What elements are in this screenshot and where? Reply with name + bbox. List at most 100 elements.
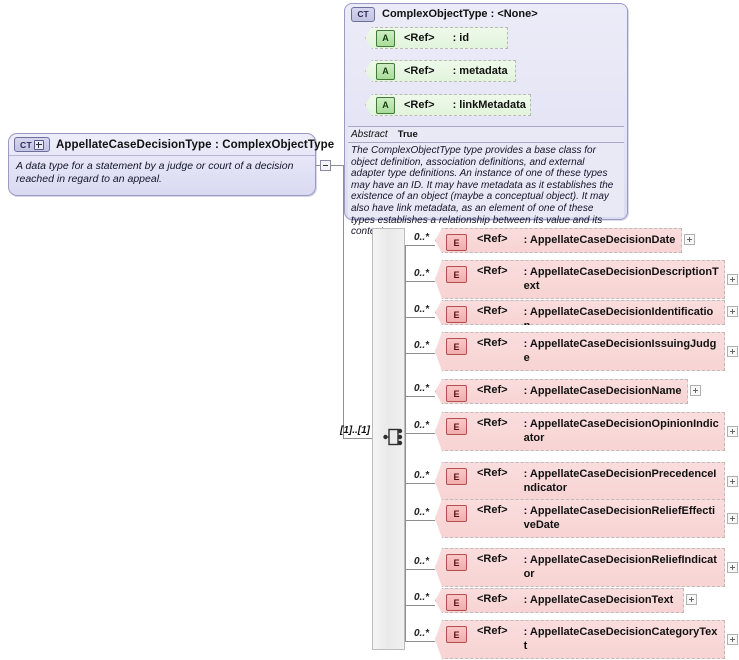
element-name: : AppellateCaseDecisionReliefEffectiveDa… xyxy=(523,505,716,531)
element-icon: E xyxy=(446,418,467,435)
element-expand-toggle[interactable] xyxy=(727,306,738,317)
element-name: : AppellateCaseDecisionDescriptionText xyxy=(523,266,719,292)
element-ref: <Ref> xyxy=(477,504,508,516)
element-icon: E xyxy=(446,385,467,402)
element-ref: <Ref> xyxy=(477,553,508,565)
element-occurrence: 0..* xyxy=(414,420,430,431)
element-expand-toggle[interactable] xyxy=(727,476,738,487)
element-row[interactable]: E <Ref> : AppellateCaseDecisionCategoryT… xyxy=(435,620,725,659)
element-occurrence: 0..* xyxy=(414,556,430,567)
divider xyxy=(348,142,624,143)
element-ref: <Ref> xyxy=(477,625,508,637)
element-ref: <Ref> xyxy=(477,305,508,317)
root-collapse-toggle[interactable] xyxy=(320,160,331,171)
element-branch xyxy=(405,353,435,354)
element-branch xyxy=(405,569,435,570)
element-row[interactable]: E <Ref> : AppellateCaseDecisionReliefInd… xyxy=(435,548,725,587)
element-expand-toggle[interactable] xyxy=(686,594,697,605)
element-row[interactable]: E <Ref> : AppellateCaseDecisionIdentific… xyxy=(435,300,725,325)
element-expand-toggle[interactable] xyxy=(684,234,695,245)
element-row[interactable]: E <Ref> : AppellateCaseDecisionReliefEff… xyxy=(435,499,725,538)
element-occurrence: 0..* xyxy=(414,268,430,279)
element-ref: <Ref> xyxy=(477,233,508,245)
attribute-name: : linkMetadata xyxy=(452,99,526,111)
element-name: : AppellateCaseDecisionDate xyxy=(523,234,676,246)
element-icon: E xyxy=(446,468,467,485)
element-branch xyxy=(405,317,435,318)
element-icon: E xyxy=(446,626,467,643)
attribute-row[interactable]: A <Ref> : metadata xyxy=(365,60,516,82)
element-ref: <Ref> xyxy=(477,593,508,605)
attribute-ref: <Ref> xyxy=(404,99,435,111)
root-type-title: AppellateCaseDecisionType : ComplexObjec… xyxy=(56,138,335,151)
element-icon: E xyxy=(446,505,467,522)
element-occurrence: 0..* xyxy=(414,507,430,518)
element-icon: E xyxy=(446,234,467,251)
element-name: : AppellateCaseDecisionOpinionIndicator xyxy=(523,418,719,444)
sequence-compositor-icon[interactable] xyxy=(383,427,407,447)
element-row[interactable]: E <Ref> : AppellateCaseDecisionOpinionIn… xyxy=(435,412,725,451)
plus-box-icon[interactable] xyxy=(33,139,44,150)
element-expand-toggle[interactable] xyxy=(727,274,738,285)
element-branch-trunk xyxy=(405,245,406,641)
element-name: : AppellateCaseDecisionIssuingJudge xyxy=(523,338,717,364)
base-type-documentation: The ComplexObjectType type provides a ba… xyxy=(351,145,614,238)
element-icon: E xyxy=(446,306,467,323)
element-row[interactable]: E <Ref> : AppellateCaseDecisionText xyxy=(435,588,684,613)
element-row[interactable]: E <Ref> : AppellateCaseDecisionIssuingJu… xyxy=(435,332,725,371)
attribute-name: : metadata xyxy=(452,65,508,77)
element-occurrence: 0..* xyxy=(414,340,430,351)
element-branch xyxy=(405,245,435,246)
root-type-documentation: A data type for a statement by a judge o… xyxy=(16,160,294,185)
attribute-ref: <Ref> xyxy=(404,32,435,44)
abstract-label: Abstract xyxy=(351,129,388,140)
attribute-icon: A xyxy=(376,96,395,114)
element-row[interactable]: E <Ref> : AppellateCaseDecisionPrecedenc… xyxy=(435,462,725,501)
element-ref: <Ref> xyxy=(477,337,508,349)
connector-root-to-toggle xyxy=(316,165,321,166)
element-branch xyxy=(405,396,435,397)
element-occurrence: 0..* xyxy=(414,592,430,603)
attribute-icon: A xyxy=(376,62,395,80)
element-occurrence: 0..* xyxy=(414,304,430,315)
element-occurrence: 0..* xyxy=(414,232,430,243)
element-branch xyxy=(405,641,435,642)
element-branch xyxy=(405,520,435,521)
element-name: : AppellateCaseDecisionName xyxy=(523,385,682,397)
element-expand-toggle[interactable] xyxy=(727,634,738,645)
base-type-info-block: Abstract True The ComplexObjectType type… xyxy=(348,126,624,237)
abstract-value: True xyxy=(397,129,418,140)
element-ref: <Ref> xyxy=(477,384,508,396)
element-expand-toggle[interactable] xyxy=(690,385,701,396)
element-name: : AppellateCaseDecisionText xyxy=(523,594,674,606)
element-row[interactable]: E <Ref> : AppellateCaseDecisionName xyxy=(435,379,688,404)
element-expand-toggle[interactable] xyxy=(727,562,738,573)
base-complextype-header: CT ComplexObjectType : <None> xyxy=(345,4,627,24)
divider xyxy=(348,126,624,127)
connector-to-sequence xyxy=(343,438,383,439)
element-branch xyxy=(405,605,435,606)
element-row[interactable]: E <Ref> : AppellateCaseDecisionDate xyxy=(435,228,682,253)
element-icon: E xyxy=(446,266,467,283)
element-icon: E xyxy=(446,594,467,611)
element-expand-toggle[interactable] xyxy=(727,346,738,357)
element-name: : AppellateCaseDecisionIdentification xyxy=(523,306,714,332)
element-ref: <Ref> xyxy=(477,265,508,277)
element-name: : AppellateCaseDecisionCategoryText xyxy=(523,626,718,652)
element-branch xyxy=(405,433,435,434)
sequence-cardinality: [1]..[1] xyxy=(340,425,370,436)
attribute-row[interactable]: A <Ref> : linkMetadata xyxy=(365,94,531,116)
element-expand-toggle[interactable] xyxy=(727,513,738,524)
element-branch xyxy=(405,281,435,282)
element-occurrence: 0..* xyxy=(414,628,430,639)
element-row[interactable]: E <Ref> : AppellateCaseDecisionDescripti… xyxy=(435,260,725,299)
badge-ct-label: CT xyxy=(20,139,32,150)
complextype-expand-icon[interactable]: CT xyxy=(14,137,50,152)
connector-toggle-to-base xyxy=(331,165,344,166)
base-type-title: ComplexObjectType : <None> xyxy=(382,8,538,20)
attribute-row[interactable]: A <Ref> : id xyxy=(365,27,508,49)
element-ref: <Ref> xyxy=(477,467,508,479)
root-complextype-box[interactable]: CT AppellateCaseDecisionType : ComplexOb… xyxy=(8,133,334,196)
element-expand-toggle[interactable] xyxy=(727,426,738,437)
